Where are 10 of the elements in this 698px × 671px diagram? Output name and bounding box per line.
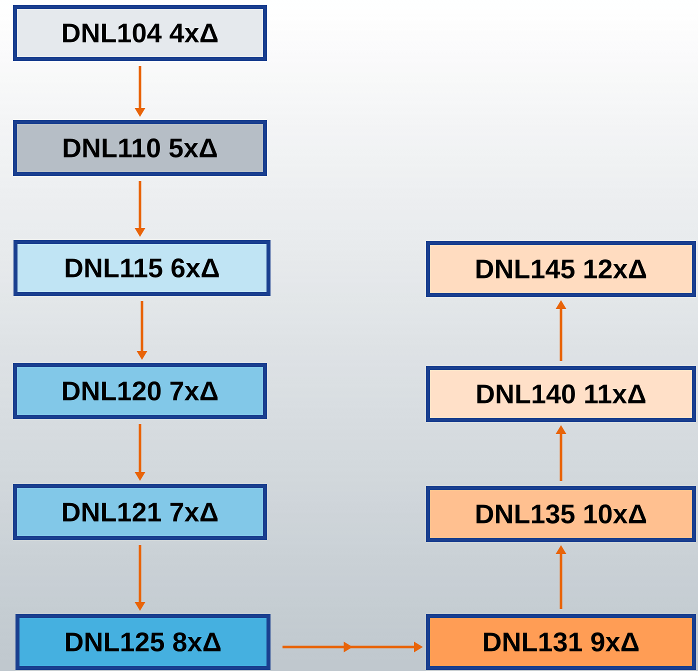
process-box: DNL110 5xΔ — [13, 120, 267, 176]
process-box: DNL115 6xΔ — [14, 240, 270, 296]
process-box: DNL135 10xΔ — [426, 486, 696, 542]
process-box: DNL140 11xΔ — [426, 366, 696, 422]
process-box: DNL121 7xΔ — [13, 484, 267, 540]
process-box: DNL125 8xΔ — [16, 614, 270, 670]
process-box: DNL120 7xΔ — [13, 363, 267, 419]
process-box: DNL145 12xΔ — [426, 241, 696, 297]
process-box: DNL131 9xΔ — [426, 614, 696, 670]
process-box: DNL104 4xΔ — [13, 5, 267, 61]
